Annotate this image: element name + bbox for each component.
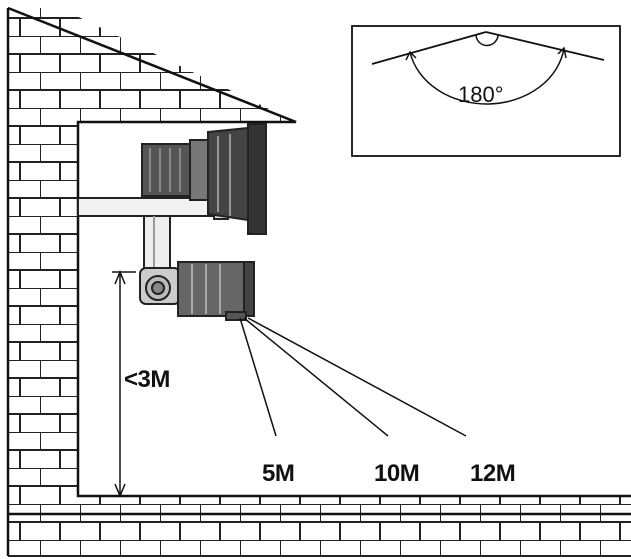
height-label: <3M [124,366,170,393]
height-dimension [112,270,136,498]
detection-lines [239,317,467,437]
pir-sensor [139,261,255,321]
wall-outline [6,6,631,556]
range-label-12m: 12M [470,460,516,487]
brick-floor [8,514,631,557]
floodlight-lamp [141,123,267,235]
range-label-5m: 5M [262,460,295,487]
angle-inset [351,25,621,157]
angle-label: 180° [458,82,504,107]
range-label-10m: 10M [374,460,420,487]
